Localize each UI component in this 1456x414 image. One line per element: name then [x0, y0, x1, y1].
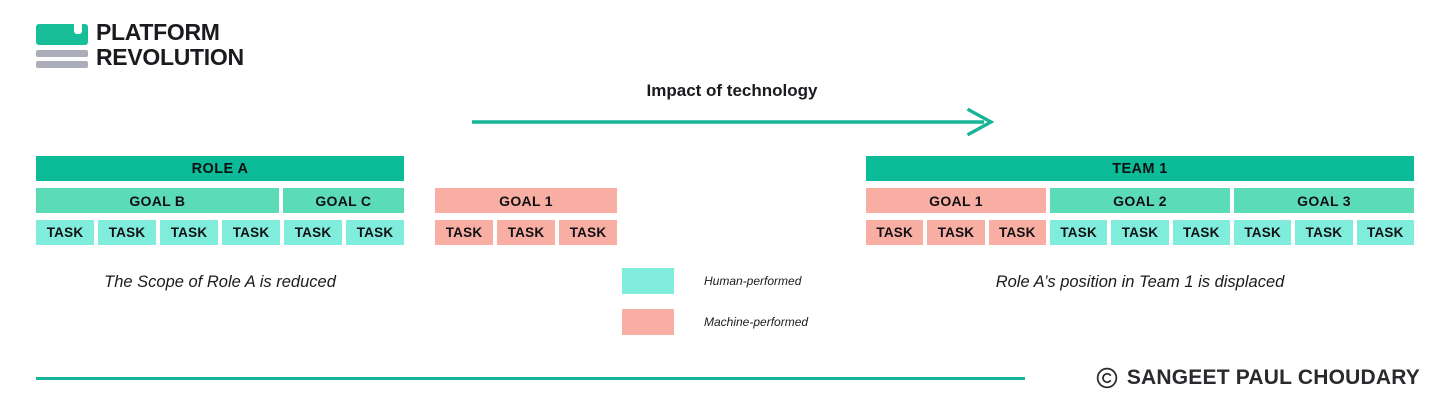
logo-wordmark-line1: PLATFORM	[96, 19, 220, 45]
task-row-role-a: TASK TASK TASK TASK TASK TASK	[36, 220, 404, 245]
logo-wordmark: PLATFORM REVOLUTION	[96, 20, 244, 70]
task-cell: TASK	[36, 220, 94, 245]
task-cell: TASK	[927, 220, 985, 245]
task-cell: TASK	[1049, 220, 1108, 245]
legend-swatch-machine	[622, 309, 674, 335]
task-row-machine: TASK TASK TASK	[435, 220, 617, 245]
caption-team-1: Role A’s position in Team 1 is displaced	[995, 273, 1285, 291]
platform-revolution-logo: PLATFORM REVOLUTION	[36, 20, 251, 74]
goal-row-role-a: GOAL B GOAL C	[36, 188, 404, 213]
task-cell: TASK	[1233, 220, 1292, 245]
task-cell: TASK	[284, 220, 342, 245]
impact-arrow-icon	[472, 108, 994, 136]
role-bar-role-a: ROLE A	[36, 156, 404, 181]
group-machine-goal: GOAL 1 TASK TASK TASK	[435, 188, 617, 245]
group-role-a: ROLE A GOAL B GOAL C TASK TASK TASK TASK…	[36, 156, 404, 245]
task-cell: TASK	[222, 220, 280, 245]
task-row-team-1: TASK TASK TASK TASK TASK TASK TASK TASK …	[866, 220, 1414, 245]
caption-role-a: The Scope of Role A is reduced	[104, 273, 336, 291]
logo-wordmark-line2: REVOLUTION	[96, 44, 244, 70]
legend-item-machine: Machine-performed	[622, 309, 808, 335]
logo-gray-bar-2	[36, 61, 88, 68]
goal-cell-goal-b: GOAL B	[36, 188, 279, 213]
goal-cell-goal-2: GOAL 2	[1050, 188, 1230, 213]
goal-row-team-1: GOAL 1 GOAL 2 GOAL 3	[866, 188, 1414, 213]
task-cell: TASK	[1172, 220, 1230, 245]
impact-of-technology-title: Impact of technology	[646, 81, 818, 100]
task-cell: TASK	[1111, 220, 1169, 245]
task-cell: TASK	[1295, 220, 1353, 245]
role-bar-team-1: TEAM 1	[866, 156, 1414, 181]
task-cell: TASK	[435, 220, 493, 245]
task-cell: TASK	[559, 220, 617, 245]
legend: Human-performed Machine-performed	[622, 268, 808, 350]
task-cell: TASK	[98, 220, 156, 245]
task-cell: TASK	[160, 220, 218, 245]
copyright-text: SANGEET PAUL CHOUDARY	[1126, 366, 1420, 389]
task-cell: TASK	[497, 220, 555, 245]
task-cell: TASK	[1356, 220, 1414, 245]
goal-cell-goal-c: GOAL C	[282, 188, 404, 213]
goal-cell-goal-1-machine: GOAL 1	[866, 188, 1046, 213]
logo-mark-icon	[36, 23, 88, 70]
legend-label-machine: Machine-performed	[704, 315, 809, 329]
copyright-icon	[1096, 367, 1118, 389]
footer-divider	[36, 377, 1025, 380]
logo-green-block	[36, 23, 88, 45]
legend-item-human: Human-performed	[622, 268, 808, 294]
goal-row-machine: GOAL 1	[435, 188, 617, 213]
logo-gray-bar-1	[36, 50, 88, 57]
copyright-credit: SANGEET PAUL CHOUDARY	[1096, 366, 1420, 390]
task-cell: TASK	[866, 220, 924, 245]
goal-cell-goal-3: GOAL 3	[1234, 188, 1414, 213]
legend-swatch-human	[622, 268, 674, 294]
task-cell: TASK	[346, 220, 404, 245]
legend-label-human: Human-performed	[704, 274, 802, 288]
group-team-1: TEAM 1 GOAL 1 GOAL 2 GOAL 3 TASK TASK TA…	[866, 156, 1414, 245]
goal-cell-goal-1-machine: GOAL 1	[435, 188, 617, 213]
logo-notch	[74, 23, 82, 34]
task-cell: TASK	[988, 220, 1046, 245]
